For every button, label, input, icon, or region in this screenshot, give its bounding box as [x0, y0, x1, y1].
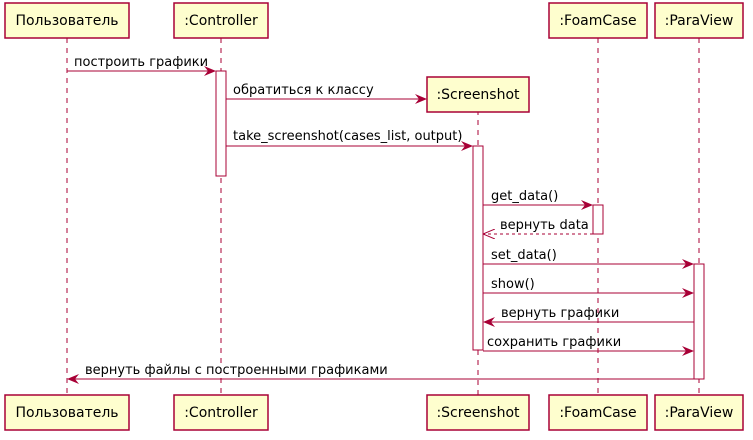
message-label: set_data() — [491, 248, 557, 263]
participant-label: :ParaView — [665, 405, 734, 421]
activation-paraview — [693, 263, 705, 380]
participant-foamcase-bottom: :FoamCase — [548, 394, 648, 431]
message-set-data: set_data() — [483, 248, 694, 269]
message-label: take_screenshot(cases_list, output) — [233, 129, 462, 144]
message-label: вернуть файлы с построенными графиками — [85, 363, 388, 378]
message-take-screenshot: take_screenshot(cases_list, output) — [226, 129, 473, 151]
message-label: вернуть графики — [501, 306, 619, 321]
messages: построить графики обратиться к классу ta… — [67, 55, 694, 384]
participant-label: :ParaView — [665, 13, 734, 29]
message-label: show() — [491, 277, 535, 292]
message-return-charts: вернуть графики — [483, 306, 694, 327]
participant-paraview-bottom: :ParaView — [654, 394, 744, 431]
activation-controller — [215, 70, 227, 177]
participant-label: Пользователь — [15, 13, 118, 29]
participants-top: Пользователь :Controller :FoamCase :Para… — [4, 2, 744, 113]
message-label: построить графики — [74, 55, 208, 70]
participants-bottom: Пользователь :Controller :Screenshot :Fo… — [4, 394, 744, 431]
participant-user-bottom: Пользователь — [4, 394, 130, 431]
message-build-charts: построить графики — [67, 55, 216, 76]
message-get-data: get_data() — [483, 189, 593, 210]
message-show: show() — [483, 277, 694, 298]
activation-foamcase — [592, 204, 604, 235]
activations — [215, 70, 705, 380]
message-return-files: вернуть файлы с построенными графиками — [67, 363, 694, 384]
participant-label: Пользователь — [15, 405, 118, 421]
participant-screenshot-bottom: :Screenshot — [426, 394, 530, 431]
message-label: get_data() — [491, 189, 558, 204]
participant-label: :Controller — [184, 405, 258, 421]
activation-screenshot — [472, 145, 484, 351]
participant-label: :Controller — [184, 13, 258, 29]
participant-label: :Screenshot — [436, 87, 520, 103]
participant-paraview-top: :ParaView — [654, 2, 744, 39]
message-label: обратиться к классу — [233, 83, 374, 98]
participant-label: :FoamCase — [559, 405, 636, 421]
participant-screenshot-created: :Screenshot — [426, 76, 530, 113]
participant-user-top: Пользователь — [4, 2, 130, 39]
message-label: вернуть data — [500, 218, 589, 233]
message-label: сохранить графики — [487, 335, 621, 350]
message-access-class: обратиться к классу — [226, 83, 427, 104]
participant-foamcase-top: :FoamCase — [548, 2, 648, 39]
participant-controller-top: :Controller — [173, 2, 269, 39]
message-save-charts: сохранить графики — [483, 335, 694, 356]
participant-label: :FoamCase — [559, 13, 636, 29]
participant-label: :Screenshot — [436, 405, 520, 421]
message-return-data: вернуть data — [484, 218, 593, 234]
participant-controller-bottom: :Controller — [173, 394, 269, 431]
